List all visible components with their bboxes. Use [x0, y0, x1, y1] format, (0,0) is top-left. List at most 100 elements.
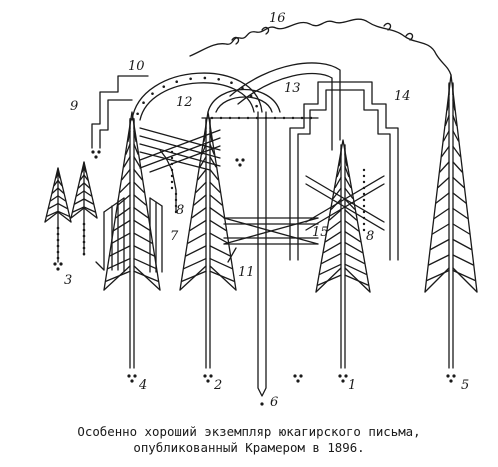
figure-3-left-bead — [56, 238, 60, 242]
figure-8-dot — [174, 198, 178, 202]
figure-16-loop — [261, 26, 270, 35]
figure-9-line-a — [91, 75, 149, 149]
label-n8a: 8 — [176, 203, 184, 218]
figure-13-line-b — [237, 72, 333, 151]
label-n15: 15 — [312, 225, 329, 240]
figure-6-dot — [260, 402, 264, 406]
figure-3-right-bead — [82, 252, 86, 256]
label-n6: 6 — [270, 395, 278, 410]
figure-10-dot — [189, 77, 192, 81]
figure-7-panel — [95, 197, 163, 273]
caption-line-1: Особенно хороший экземпляр юкагирского п… — [77, 424, 421, 439]
figure-5 — [424, 74, 478, 369]
label-n3: 3 — [64, 273, 72, 288]
figure-14-frame-inner — [297, 89, 391, 261]
figure-10-dot — [203, 76, 207, 80]
figure-13-dot — [264, 116, 268, 120]
figure-13-dot — [228, 116, 232, 120]
figure-5-dots — [452, 374, 456, 378]
label-n8b: 8 — [366, 229, 374, 244]
figure-3-dots — [53, 262, 57, 266]
figure-13-dot — [237, 116, 241, 120]
figure-8-dot — [170, 174, 174, 178]
figure-9-dots — [97, 150, 101, 154]
label-n1: 1 — [348, 378, 356, 393]
label-n12: 12 — [176, 95, 193, 110]
figure-13-dot — [246, 116, 250, 120]
figure-9-line-b — [99, 99, 133, 149]
figure-4-dots — [133, 374, 137, 378]
figure-8-dot — [170, 156, 174, 160]
figure-10-dot — [151, 92, 154, 95]
figure-13-dot — [273, 116, 277, 120]
figure-2-dots — [206, 379, 210, 383]
figure-13-dot — [309, 116, 313, 120]
figure-13-arch-a — [207, 89, 281, 113]
figure-6-line — [257, 111, 267, 397]
figure-13-dot — [291, 116, 295, 120]
figure-8-dot — [174, 204, 178, 208]
figure-10-dot — [136, 112, 139, 116]
figure-8-dot-right — [362, 180, 366, 184]
figure-1-dots — [338, 374, 342, 378]
figure-13-dots — [241, 158, 245, 162]
figure-8-dot-right — [362, 204, 366, 208]
figure-3-dots — [56, 267, 60, 271]
figure-3-left-bead — [56, 226, 60, 230]
label-n7: 7 — [170, 229, 179, 244]
figure-3-left-bead — [56, 244, 60, 248]
label-n9: 9 — [70, 99, 78, 114]
figure-8-dot — [170, 150, 174, 154]
figure-8-dot — [170, 186, 174, 190]
figure-13-dot — [282, 116, 286, 120]
label-n4: 4 — [138, 378, 147, 393]
figure-3-left — [44, 167, 72, 263]
label-n16: 16 — [269, 11, 286, 26]
figure-2-dots — [203, 374, 207, 378]
figure-3-right-bead — [82, 222, 86, 226]
figure-8-dot — [170, 162, 174, 166]
label-n11: 11 — [238, 265, 255, 280]
figure-1-dots — [344, 374, 348, 378]
figure-8-dot-right — [362, 222, 366, 226]
figure-11-pointer — [227, 247, 237, 263]
figure-16-loop — [405, 32, 414, 41]
figure-10-dot — [175, 80, 179, 83]
figure-10-arch-inner — [139, 82, 255, 121]
figure-8-dot — [170, 168, 174, 172]
figure-13-dot — [219, 116, 223, 120]
figure-8-dot — [174, 192, 178, 196]
label-n2: 2 — [213, 378, 222, 393]
figure-3-left-bead — [56, 232, 60, 236]
figure-8-dot-right — [362, 198, 366, 202]
figure-10-dot — [255, 104, 258, 108]
figure-13-dot — [210, 116, 214, 120]
figure-13-arch-b — [215, 96, 273, 113]
figure-8-dot-right — [362, 210, 366, 214]
figure-1-dots — [341, 379, 345, 383]
figure-5-dots — [446, 374, 450, 378]
figure-14-dots — [293, 374, 297, 378]
figure-3-right-bead — [82, 246, 86, 250]
figure-13-dots — [235, 158, 239, 162]
figure-3-right-bead — [82, 234, 86, 238]
figure-3-right-bead — [82, 240, 86, 244]
figure-10-dot — [162, 85, 166, 88]
figure-4-dots — [130, 379, 134, 383]
figure-13-line-a — [229, 62, 341, 141]
figure-10-dot — [142, 101, 145, 105]
label-n14: 14 — [394, 89, 411, 104]
figure-12-bands — [139, 127, 221, 173]
figure-8-dot — [174, 210, 178, 214]
figure-3-dots — [59, 262, 63, 266]
figure-16-loop — [383, 22, 392, 31]
figure-5-dots — [449, 379, 453, 383]
figure-3-right-bead — [82, 228, 86, 232]
label-n10: 10 — [128, 59, 145, 74]
figure-10-dot — [230, 81, 233, 85]
figure-14-frame-outer — [289, 81, 399, 261]
label-n5: 5 — [461, 378, 469, 393]
label-n13: 13 — [284, 81, 301, 96]
figure-9-dots — [91, 150, 95, 154]
